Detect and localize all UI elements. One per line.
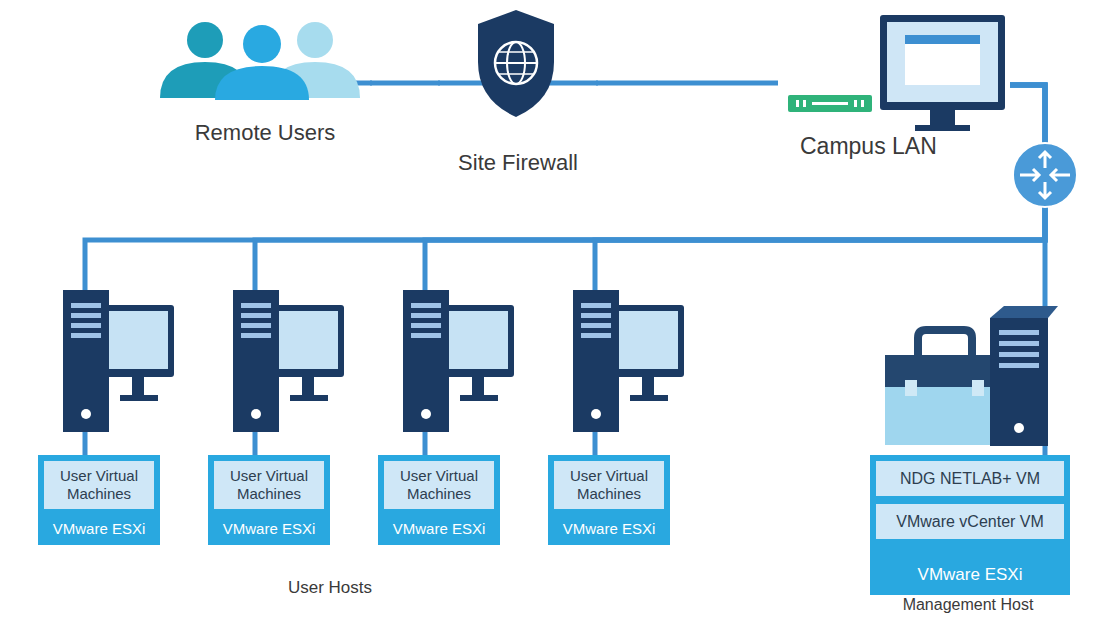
host-computer <box>403 290 514 432</box>
vm-box: VMware vCenter VM <box>876 504 1064 539</box>
firewall-node: Site Firewall <box>440 8 596 180</box>
network-stub <box>546 81 598 86</box>
network-link <box>370 81 440 86</box>
server-tower <box>990 306 1058 446</box>
host-computer <box>63 290 174 432</box>
node-text: Remote Users <box>160 120 370 150</box>
group-label: User Hosts <box>288 578 372 598</box>
user-group: Remote Users <box>160 8 370 150</box>
vm-box: NDG NETLAB+ VM <box>876 461 1064 496</box>
firewall-shield <box>478 10 554 117</box>
campus-lan-node: Campus LAN <box>778 8 1010 164</box>
esxi-host: VMware ESXi User Virtual Machines <box>548 455 670 545</box>
vm-box: User Virtual Machines <box>214 461 324 509</box>
node-text: User Virtual Machines <box>558 467 660 503</box>
network-stub <box>438 81 486 86</box>
node-text: VMware ESXi <box>214 514 324 545</box>
node-text: VMware ESXi <box>876 557 1064 595</box>
node-text: User Virtual Machines <box>218 467 320 503</box>
node-text: Campus LAN <box>778 133 1010 164</box>
vm-box: User Virtual Machines <box>554 461 664 509</box>
esxi-host: VMware ESXi User Virtual Machines <box>38 455 160 545</box>
toolbox-icon <box>885 330 1005 445</box>
node-text: Site Firewall <box>440 150 596 180</box>
host-label: Management Host <box>903 596 1034 614</box>
esxi-host: VMware ESXi User Virtual Machines <box>208 455 330 545</box>
network-link <box>425 85 1045 455</box>
lan-device <box>788 95 872 112</box>
host-computer <box>233 290 344 432</box>
node-text: VMware ESXi <box>44 514 154 545</box>
node-text: NDG NETLAB+ VM <box>880 469 1060 488</box>
network-link <box>255 85 1045 455</box>
lan-monitor <box>880 15 1005 131</box>
vm-box: User Virtual Machines <box>384 461 494 509</box>
node-text: VMware ESXi <box>554 514 664 545</box>
esxi-host: VMware ESXi User Virtual Machines <box>378 455 500 545</box>
node-text: User Virtual Machines <box>48 467 150 503</box>
node-text: VMware ESXi <box>384 514 494 545</box>
network-link <box>85 85 1045 455</box>
esxi-host: VMware ESXi NDG NETLAB+ VM VMware vCenter … <box>870 455 1070 595</box>
node-text: VMware vCenter VM <box>880 512 1060 531</box>
users-icon <box>160 22 360 100</box>
host-computer <box>573 290 684 432</box>
router-symbol <box>1013 143 1077 207</box>
vm-box: User Virtual Machines <box>44 461 154 509</box>
node-text: User Virtual Machines <box>388 467 490 503</box>
network-link <box>596 81 778 86</box>
